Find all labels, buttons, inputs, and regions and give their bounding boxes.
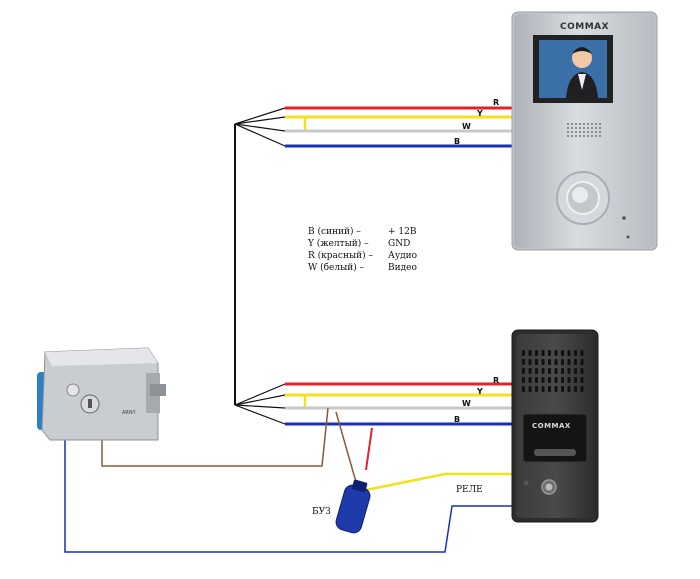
buzzer-red-wire — [365, 427, 373, 471]
legend-value: + 12В — [388, 227, 417, 237]
buzzer — [335, 479, 371, 534]
legend-key: W (белый) – — [308, 263, 365, 273]
buzzer-yellow-wire — [365, 472, 512, 492]
electric-lock: ARNY — [37, 347, 166, 441]
bottom-wire-bundle: R Y W B — [234, 376, 512, 426]
lock-knob — [66, 383, 80, 397]
top-wire-bundle: R Y W B — [234, 98, 512, 148]
doorbell-brand-logo: COMMAX — [532, 422, 571, 430]
lock-blue-wire — [64, 438, 512, 553]
top-label-b: B — [454, 137, 460, 146]
top-label-r: R — [493, 98, 499, 107]
monitor-speaker-grille — [567, 123, 601, 137]
buzzer-label: БУЗ — [312, 507, 331, 517]
legend-key: B (синий) – — [308, 227, 361, 237]
doorbell-speaker-grille — [522, 350, 584, 392]
legend-value: Аудио — [388, 251, 418, 261]
legend-value: GND — [388, 239, 411, 249]
bottom-label-y: Y — [476, 387, 483, 396]
lock-brown-wire — [101, 407, 329, 467]
buzzer-brown-wire — [335, 411, 357, 483]
top-label-w: W — [462, 122, 471, 131]
bottom-label-b: B — [454, 415, 460, 424]
top-label-y: Y — [476, 109, 483, 118]
monitor-brand-logo: COMMAX — [560, 22, 609, 32]
bottom-label-r: R — [493, 376, 499, 385]
legend-key: Y (желтый) – — [308, 239, 369, 249]
outdoor-call-panel: COMMAX — [511, 329, 599, 523]
legend-value: Видео — [388, 263, 417, 273]
bottom-label-w: W — [462, 399, 471, 408]
lock-brand-logo: ARNY — [122, 410, 137, 416]
legend-key: R (красный) – — [308, 251, 373, 261]
indoor-monitor: COMMAX — [511, 11, 658, 251]
relay-label: РЕЛЕ — [456, 485, 483, 495]
